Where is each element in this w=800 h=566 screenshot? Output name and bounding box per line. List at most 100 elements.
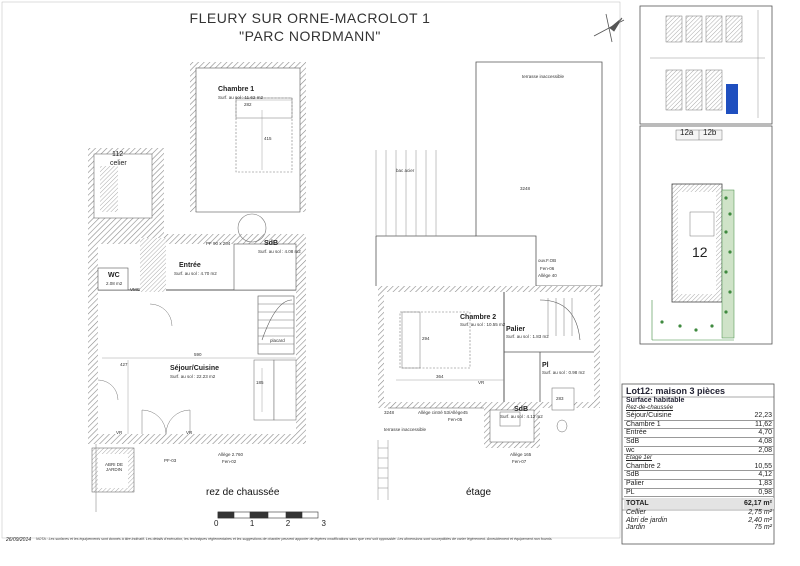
opening-fen06: Fen-06 [540, 266, 555, 271]
scale-tick: 0 [214, 519, 219, 528]
room-palier: Palier [506, 326, 526, 333]
extra-value: 2,40 m² [748, 516, 772, 524]
room-placard: placard [270, 338, 285, 343]
row-name: PL [626, 488, 635, 496]
plan-title: FLEURY SUR ORNE-MACROLOT 1 [189, 10, 431, 26]
row-value: 4,08 [758, 437, 772, 445]
room-chambre2-area: Surf. au sol : 10.55 m2 [460, 322, 506, 327]
total-row: TOTAL 62,17 m² [624, 498, 774, 510]
lot-12b: 12b [703, 128, 717, 137]
room-pl-area: Surf. au sol : 0.98 m2 [542, 370, 585, 375]
total-value: 62,17 m² [743, 500, 772, 508]
room-entree: Entrée [179, 262, 201, 269]
section-ground: Rez-de-chaussée [626, 404, 674, 411]
row-value: 1,83 [758, 479, 772, 487]
row-value: 22,23 [754, 412, 772, 420]
opening-pf03: PF-03 [164, 458, 177, 463]
scale-tick: 2 [285, 519, 291, 528]
extra-row: Cellier 2,75 m² [624, 509, 774, 517]
extra-row: Jardin 75 m² [624, 524, 774, 532]
scale-ticks: 0 1 2 3 [214, 519, 326, 528]
scale-tick: 3 [321, 519, 326, 528]
room-cellier: celier [110, 160, 127, 167]
plan-subtitle: "PARC NORDMANN" [239, 28, 381, 44]
row-name: Chambre 2 [626, 462, 661, 470]
row-value: 2,08 [758, 446, 772, 454]
dim-415: 415 [264, 136, 272, 141]
dim-283: 283 [556, 396, 564, 401]
dim-cellier: 112 [112, 151, 124, 158]
extra-value: 75 m² [754, 524, 772, 532]
ground-floor-plan [88, 62, 306, 512]
opening-allege40: Allège 40 [538, 273, 557, 278]
room-wc-area: 2.08 m2 [106, 281, 123, 286]
row-name: Entrée [626, 429, 647, 437]
scale-bar [217, 511, 319, 519]
caption-upper-floor: étage [466, 487, 492, 498]
room-pl: Pl [542, 362, 549, 369]
row-name: wc [626, 446, 635, 454]
terrace-top: terrasse inaccessible [522, 74, 565, 79]
row-name: Palier [626, 479, 644, 487]
footer-note: NOTA : Les surfaces et les équipements s… [36, 537, 553, 541]
extra-value: 2,75 m² [748, 509, 772, 517]
terrace-bottom: terrasse inaccessible [384, 427, 427, 432]
room-sdb-upper-area: Surf. au sol : 4.12 m2 [500, 414, 543, 419]
north-arrow-icon [593, 13, 625, 43]
room-chambre1: Chambre 1 [218, 86, 255, 93]
row-name: SdB [626, 437, 640, 445]
opening-vr1: VR [116, 430, 123, 435]
surface-summary-table: Lot12: maison 3 pièces Surface habitable… [624, 386, 774, 532]
room-sdb: SdB [264, 240, 278, 247]
room-jardin: ABRI DE JARDIN [104, 462, 123, 472]
room-sejour-area: Surf. au sol : 22.23 m2 [170, 374, 216, 379]
dim-590: 590 [194, 352, 202, 357]
row-value: 10,55 [754, 462, 772, 470]
lot-number: 12 [692, 244, 708, 260]
dim-282: 282 [244, 102, 252, 107]
summary-subtitle: Surface habitable [626, 397, 685, 404]
dim-185: 185 [256, 380, 264, 385]
opening-fen07: Fen-07 [512, 459, 527, 464]
opening-fen05: Fen-05 [448, 417, 463, 422]
table-row: Séjour/Cuisine 22,23 [624, 412, 774, 421]
room-chambre1-area: Surf. au sol : 11.62 m2 [218, 95, 263, 100]
scale-tick: 1 [249, 519, 255, 528]
dim-427: 427 [120, 362, 128, 367]
dim-294: 294 [422, 336, 430, 341]
summary-title: Lot12: maison 3 pièces [626, 386, 726, 396]
row-value: 4,12 [758, 471, 772, 479]
door-pf-entree: PF 90 x 204 [206, 241, 231, 246]
footer-date: 26/09/2014 [6, 537, 32, 543]
vmc-label: VMC [130, 287, 140, 292]
dim-364: 364 [436, 374, 444, 379]
extra-name: Abri de jardin [626, 516, 668, 524]
room-sdb-area: Surf. au sol : 4.08 m2 [258, 249, 301, 254]
table-row: SdB 4,08 [624, 438, 774, 447]
table-row: Chambre 2 10,55 [624, 463, 774, 472]
caption-ground-floor: rez de chaussée [206, 487, 280, 498]
row-value: 11,62 [755, 420, 772, 428]
extra-name: Jardin [626, 524, 646, 532]
opening-allege165: Allège 165 [510, 452, 532, 457]
row-name: Chambre 1 [626, 420, 661, 428]
opening-allege-cintre: Allège cintré 53/Allège45 [418, 410, 468, 415]
bac-acier: bac acier [396, 168, 415, 173]
lot-12a: 12a [680, 128, 694, 137]
room-sdb-upper: SdB [514, 406, 528, 413]
extra-row: Abri de jardin 2,40 m² [624, 517, 774, 525]
room-palier-area: Surf. au sol : 1.83 m2 [506, 334, 549, 339]
room-entree-area: Surf. au sol : 4.70 m2 [174, 271, 217, 276]
extra-name: Cellier [626, 509, 646, 517]
section-upper: Etage 1er [626, 455, 653, 462]
row-name: Séjour/Cuisine [626, 412, 672, 420]
site-plan-thumbnail [639, 5, 773, 345]
opening-allege: Allège 2.760 [218, 452, 244, 457]
room-chambre2: Chambre 2 [460, 314, 497, 321]
room-wc: WC [108, 272, 120, 279]
total-label: TOTAL [626, 500, 649, 508]
opening-ouv: ouv.F.OB [538, 258, 557, 263]
